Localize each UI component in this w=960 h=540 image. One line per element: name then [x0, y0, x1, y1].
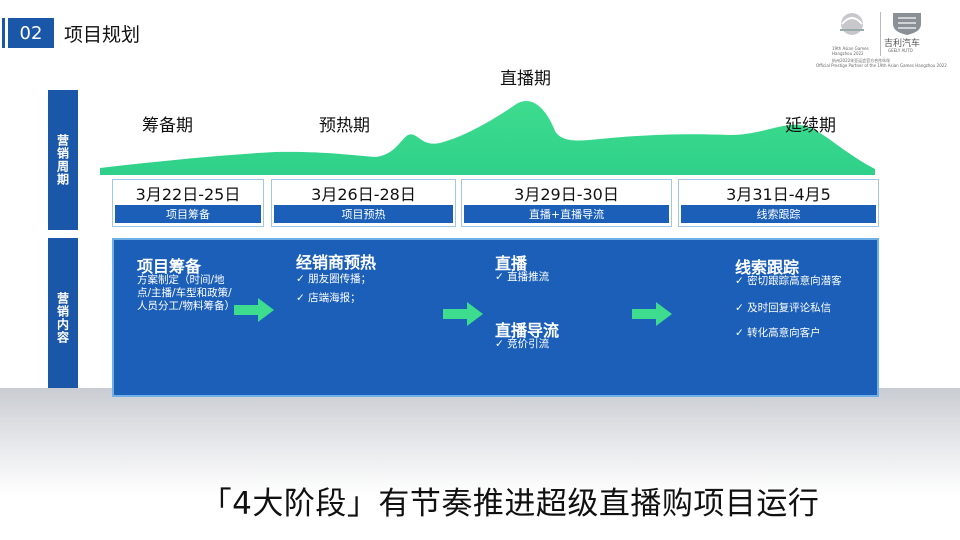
track-item1: ✓ 密切跟踪高意向潜客 [735, 275, 842, 287]
date-card-2: 3月26日-28日 项目预热 [271, 179, 456, 227]
mountain-graphic [100, 101, 875, 175]
phase-live: 直播期 [500, 69, 551, 89]
event-line2: Hangzhou 2022 [832, 51, 864, 56]
date-card-3: 3月29日-30日 直播+直播导流 [461, 179, 672, 227]
section-number: 02 [2, 18, 54, 48]
logo-divider [880, 12, 881, 56]
content-label: 营销内容 [48, 238, 78, 397]
arrow-right-icon [443, 302, 483, 326]
event-line1: 19th Asian Games [832, 46, 869, 51]
caption-cn: 杭州2022年亚运会官方合作伙伴 [832, 58, 891, 63]
warm-item1: ✓ 朋友圈传播； [296, 273, 372, 285]
track-item2: ✓ 及时回复评论私信 [735, 302, 832, 314]
warm-title: 经销商预热 [296, 253, 377, 272]
track-item3: ✓ 转化高意向客户 [735, 327, 821, 339]
track-title: 线索跟踪 [735, 258, 800, 277]
date-text: 3月22日-25日 [135, 184, 241, 204]
arrow-right-icon [632, 302, 672, 326]
arrow-right-icon [234, 298, 274, 322]
cycle-label: 营销周期 [48, 90, 78, 230]
tagline: 「4大阶段」有节奏推进超级直播购项目运行 [200, 486, 820, 522]
guide-item1: ✓ 竞价引流 [495, 338, 550, 350]
page-title: 项目规划 [64, 24, 141, 46]
live-title: 直播 [495, 254, 528, 273]
phase-warm: 预热期 [319, 116, 370, 136]
warm-item2: ✓ 店端海报； [296, 292, 361, 304]
bottom-band [0, 388, 960, 540]
phase-prep: 筹备期 [142, 116, 193, 136]
date-text: 3月26日-28日 [311, 184, 416, 204]
date-card-4: 3月31日-4月5 线索跟踪 [678, 179, 879, 227]
stage-text: 直播+直播导流 [464, 205, 669, 223]
caption-en: Official Prestige Partner of the 19th As… [816, 63, 947, 68]
date-text: 3月29日-30日 [514, 184, 619, 204]
guide-title: 直播导流 [495, 321, 560, 340]
stage-text: 项目筹备 [115, 205, 261, 223]
asian-games-emblem-icon [840, 13, 864, 35]
stage-text: 线索跟踪 [681, 205, 876, 223]
prep-title: 项目筹备 [137, 257, 202, 276]
live-item1: ✓ 直播推流 [495, 271, 550, 283]
content-panel [112, 238, 879, 397]
date-card-1: 3月22日-25日 项目筹备 [112, 179, 264, 227]
brand-en: GEELY AUTO [888, 48, 913, 53]
date-text: 3月31日-4月5 [726, 184, 831, 204]
stage-text: 项目预热 [274, 205, 453, 223]
sponsor-logo: 19th Asian Games Hangzhou 2022 吉利汽车 GEEL… [812, 6, 952, 70]
prep-body: 方案制定（时间/地点/主播/车型和政策/人员分工/物料筹备） [137, 274, 236, 312]
geely-shield-icon [893, 13, 921, 35]
brand-cn: 吉利汽车 [884, 39, 921, 49]
phase-extend: 延续期 [785, 116, 836, 136]
